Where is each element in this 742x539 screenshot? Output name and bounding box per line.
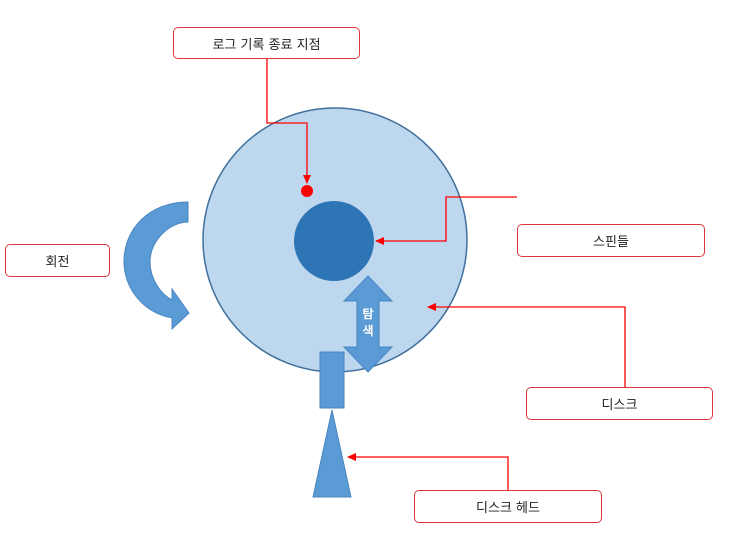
seek-arrow-icon [342,275,394,373]
log-end-point [301,185,313,197]
spindle-callout-line [375,196,517,245]
disk-callout-line [427,303,626,404]
log-end-label: 로그 기록 종료 지점 [173,27,360,59]
rotation-arrow-icon [123,201,190,331]
seek-label-line-1: 탐 [362,307,374,321]
spindle-label: 스핀들 [517,224,705,257]
seek-label: 탐 색 [358,306,378,340]
disk-head-arm [312,409,352,498]
disk-head-label: 디스크 헤드 [414,490,602,523]
disk-head-callout-line [347,453,509,490]
seek-label-line-2: 색 [362,324,374,338]
disk-head-block [319,351,345,409]
spindle [294,201,374,281]
rotation-label: 회전 [5,244,110,277]
disk-label: 디스크 [526,387,713,420]
log-end-callout-line [266,58,311,184]
